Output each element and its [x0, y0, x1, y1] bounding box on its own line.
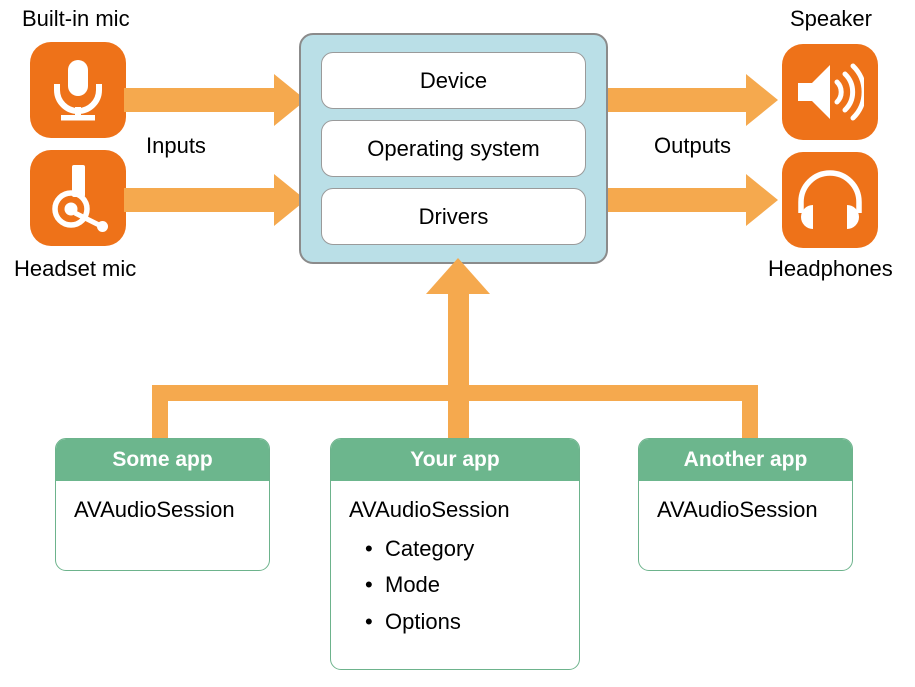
outputs-flow-label: Outputs [654, 133, 732, 158]
app-property-options: Options [365, 604, 561, 641]
app-card-some-app[interactable]: Some app AVAudioSession [55, 438, 270, 571]
output-arrow-bottom [608, 174, 778, 226]
app-property-mode: Mode [365, 567, 561, 604]
app-body-another-app: AVAudioSession [639, 481, 852, 537]
speaker-icon [782, 44, 878, 140]
headphones-icon [782, 152, 878, 248]
headset-mic-icon [30, 150, 126, 246]
input-arrow-top [124, 74, 306, 126]
output-arrow-top [608, 74, 778, 126]
built-in-mic-label: Built-in mic [22, 6, 130, 31]
api-name-some-app: AVAudioSession [74, 497, 235, 522]
app-body-your-app: AVAudioSession Category Mode Options [331, 481, 579, 654]
api-name-another-app: AVAudioSession [657, 497, 818, 522]
headset-mic-label: Headset mic [14, 256, 137, 281]
layer-drivers: Drivers [321, 188, 586, 245]
app-title-your-app: Your app [331, 439, 579, 481]
microphone-icon [30, 42, 126, 138]
speaker-label: Speaker [790, 6, 872, 31]
app-title-some-app: Some app [56, 439, 269, 481]
layer-device: Device [321, 52, 586, 109]
api-name-your-app: AVAudioSession [349, 497, 510, 522]
input-arrow-bottom [124, 174, 306, 226]
app-body-some-app: AVAudioSession [56, 481, 269, 537]
app-title-another-app: Another app [639, 439, 852, 481]
app-card-your-app[interactable]: Your app AVAudioSession Category Mode Op… [330, 438, 580, 670]
layer-operating-system: Operating system [321, 120, 586, 177]
app-property-category: Category [365, 531, 561, 568]
app-card-another-app[interactable]: Another app AVAudioSession [638, 438, 853, 571]
headphones-label: Headphones [768, 256, 893, 281]
system-stack-box: Device Operating system Drivers [299, 33, 608, 264]
app-bracket-connector [0, 258, 915, 453]
inputs-flow-label: Inputs [146, 133, 206, 158]
app-property-list: Category Mode Options [349, 531, 561, 640]
